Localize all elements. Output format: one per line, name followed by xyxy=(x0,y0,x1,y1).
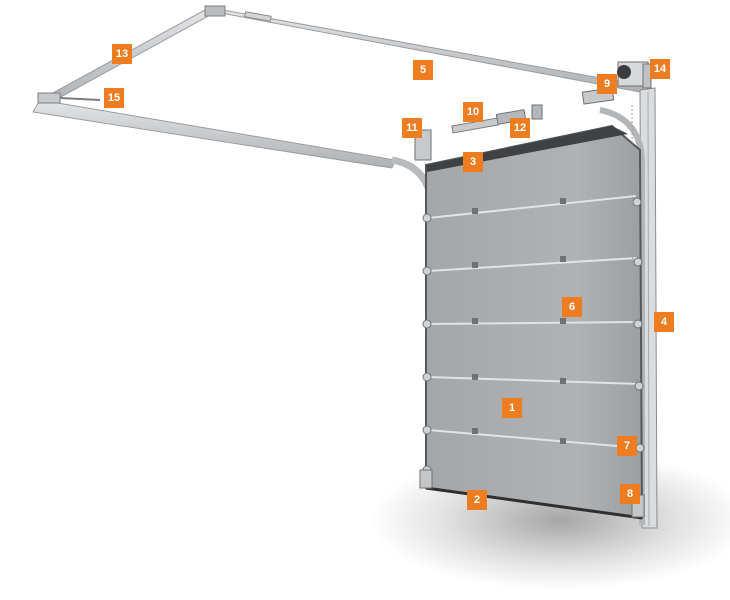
marker-4: 4 xyxy=(654,312,674,332)
top-rail-bracket xyxy=(244,11,272,22)
marker-12: 12 xyxy=(510,118,530,138)
panel-hinges xyxy=(472,198,566,444)
marker-3: 3 xyxy=(463,152,483,172)
marker-7: 7 xyxy=(617,436,637,456)
marker-1: 1 xyxy=(502,398,522,418)
door-bottom-seal xyxy=(425,486,643,520)
center-bracket xyxy=(531,104,543,120)
marker-9: 9 xyxy=(597,74,617,94)
panel-seams xyxy=(427,195,641,449)
front-side-rail xyxy=(32,99,396,169)
marker-15: 15 xyxy=(104,88,124,108)
marker-11: 11 xyxy=(402,118,422,138)
marker-13: 13 xyxy=(112,44,132,64)
marker-8: 8 xyxy=(620,484,640,504)
marker-6: 6 xyxy=(562,297,582,317)
spring-rod xyxy=(59,97,101,101)
cable-drum xyxy=(617,65,631,79)
bottom-bracket-left xyxy=(419,469,433,489)
frame-edge-line xyxy=(647,91,650,527)
top-rail-fitting xyxy=(204,5,226,17)
marker-5: 5 xyxy=(413,60,433,80)
marker-2: 2 xyxy=(467,490,487,510)
right-curved-track xyxy=(599,107,645,525)
right-rollers xyxy=(632,197,645,453)
marker-10: 10 xyxy=(463,102,483,122)
marker-14: 14 xyxy=(650,59,670,79)
rail-end-block xyxy=(37,92,61,104)
